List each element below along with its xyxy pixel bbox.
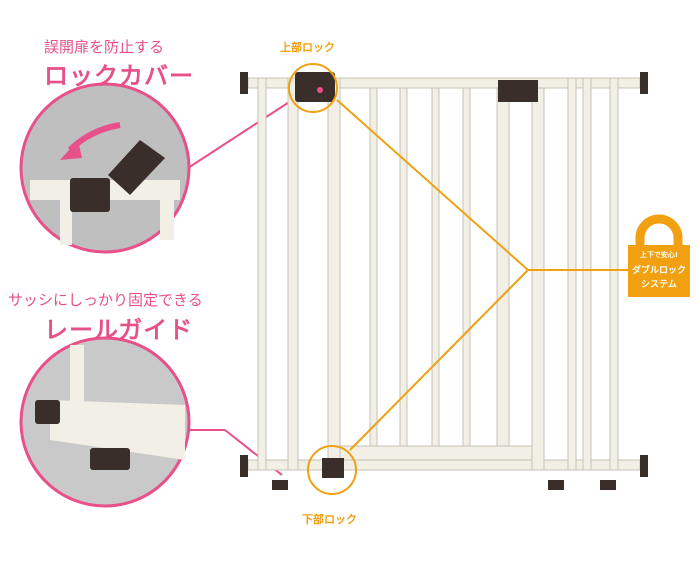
gate-hardware [240,72,648,490]
lock-cover-closeup [19,82,191,254]
lock-badge-line1: ダブルロック [631,266,686,276]
lower-lock-label: 下部ロック [302,513,357,526]
padlock-icon [628,214,690,297]
rail-guide-title: レールガイド [44,316,194,344]
rail-guide-subtitle: サッシにしっかり固定できる [8,291,203,309]
lower-lock-highlight [307,445,357,495]
lock-badge-line2: システム [641,280,677,290]
upper-lock-highlight [288,63,338,113]
rail-guide-closeup [19,336,191,508]
upper-lock-label: 上部ロック [280,41,335,54]
pink-connector-top [187,94,301,169]
lock-cover-title: ロックカバー [44,62,194,90]
lock-badge-small: 上下で安心! [639,251,679,259]
baby-gate [247,77,641,471]
lock-cover-subtitle: 誤開扉を防止する [44,38,165,56]
